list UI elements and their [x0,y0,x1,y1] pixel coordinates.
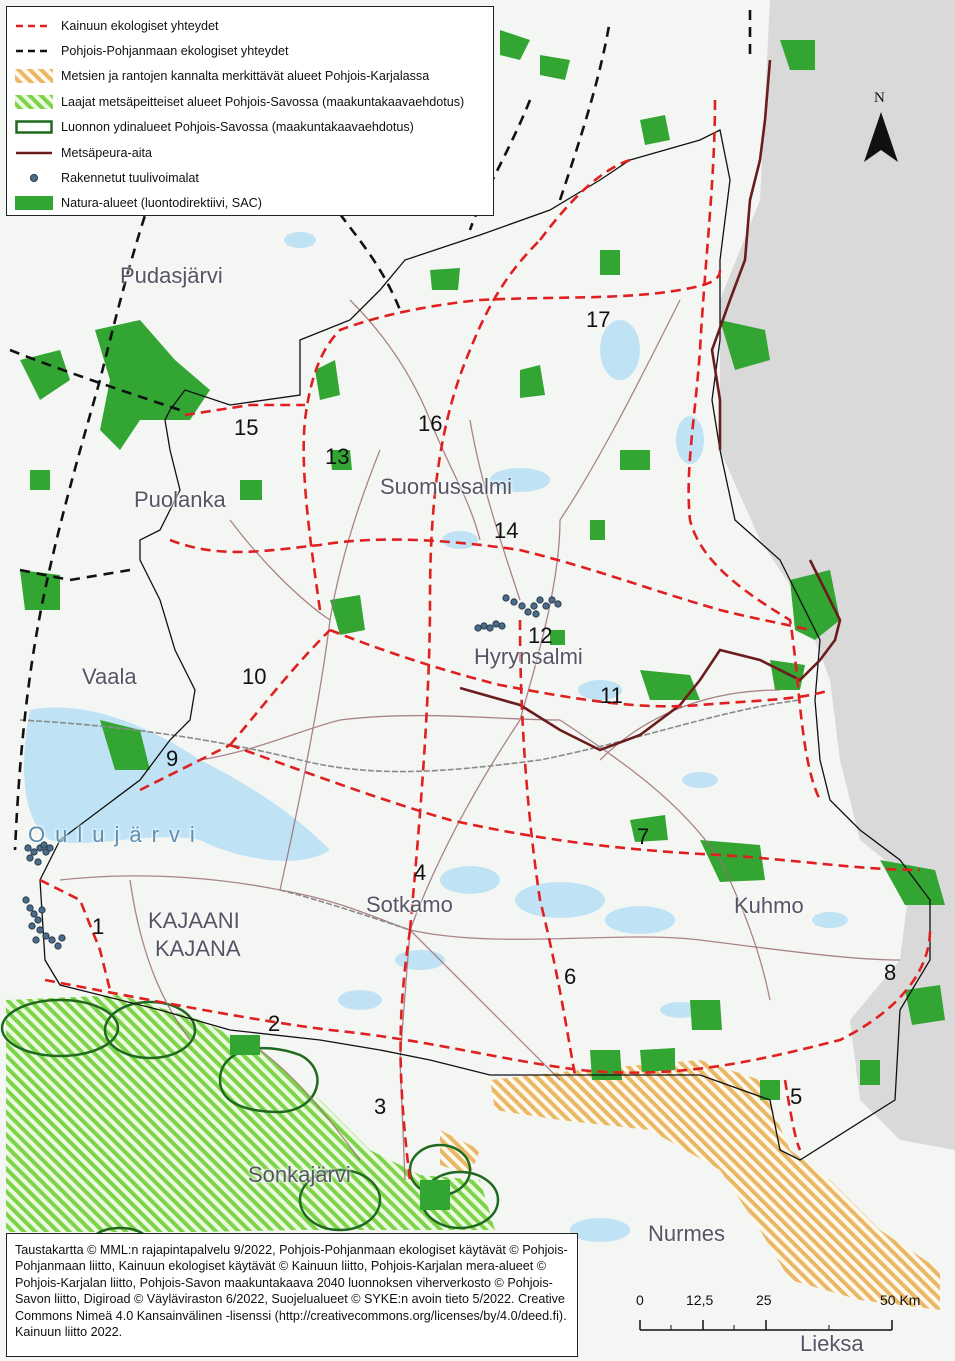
scale-bar-graphic [639,1320,893,1331]
corridor-label: 4 [414,860,427,885]
corridor-label: 10 [242,664,267,689]
kainuu-border [39,129,931,1161]
corridor-label: 7 [637,824,650,849]
place-name: KAJANA [155,936,241,961]
russia-area [720,0,955,1150]
pp-corridors [9,10,752,851]
place-name: Puolanka [134,487,226,512]
corridor-label: 12 [528,623,553,648]
wind-turbines [22,594,562,950]
corridor-label: 13 [325,444,350,469]
corridor-label: 6 [564,964,577,989]
wind-turbine-dot-icon [15,171,53,185]
brown-line-icon [15,146,53,160]
place-name: Sonkajärvi [248,1162,351,1187]
legend-item: Metsien ja rantojen kannalta merkittävät… [15,64,485,89]
legend-label: Natura-alueet (luontodirektiivi, SAC) [61,196,262,211]
legend-label: Laajat metsäpeitteiset alueet Pohjois-Sa… [61,94,465,109]
north-arrow: N [860,90,906,170]
credit-box: Taustakartta © MML:n rajapintapalvelu 9/… [6,1233,578,1357]
scale-bar: 0 12,5 25 50 Km [620,1292,935,1342]
place-name: Oulujärvi [28,822,205,847]
legend-label: Metsien ja rantojen kannalta merkittävät… [61,69,430,84]
red-dashed-line-icon [15,19,53,33]
natura-areas [20,30,945,1210]
legend-label: Pohjois-Pohjanmaan ekologiset yhteydet [61,44,289,59]
legend-item: Rakennetut tuulivoimalat [15,165,485,190]
green-fill-icon [15,196,53,211]
scale-tick-label: 12,5 [686,1292,714,1308]
place-name: KAJAANI [148,908,240,933]
corridor-label: 11 [600,683,623,708]
place-name: Suomussalmi [380,474,513,499]
reindeer-fence [459,59,842,752]
black-dashed-line-icon [15,44,53,58]
pk-forest-areas [490,1060,940,1310]
north-label: N [874,90,885,106]
corridor-label: 9 [166,746,179,771]
green-outline-icon [15,120,53,134]
railways [19,699,801,931]
legend-label: Luonnon ydinalueet Pohjois-Savossa (maak… [61,120,414,135]
legend-item: Metsäpeura-aita [15,140,485,165]
legend: Kainuun ekologiset yhteydet Pohjois-Pohj… [6,6,494,216]
scale-tick-label: 50 Km [880,1292,921,1308]
north-arrow-icon [864,112,898,162]
legend-label: Kainuun ekologiset yhteydet [61,18,219,33]
orange-hatch-icon [15,69,53,84]
legend-item: Luonnon ydinalueet Pohjois-Savossa (maak… [15,115,485,140]
road-network [59,299,901,1181]
green-hatch-icon [15,94,53,109]
kainuu-corridors [39,99,932,1181]
place-name: Hyrynsalmi [474,644,583,669]
place-name: Sotkamo [366,892,453,917]
legend-item: Pohjois-Pohjanmaan ekologiset yhteydet [15,38,485,63]
corridor-label: 8 [884,960,897,985]
place-name: Kuhmo [734,893,804,918]
corridor-label: 16 [418,411,443,436]
legend-label: Metsäpeura-aita [61,145,153,160]
place-name: Nurmes [648,1221,726,1246]
scale-tick-label: 0 [636,1292,644,1308]
legend-item: Kainuun ekologiset yhteydet [15,13,485,38]
corridor-label: 1 [92,914,105,939]
corridor-label: 15 [234,415,259,440]
corridor-label: 3 [374,1094,387,1119]
place-name: Lieksa [800,1331,864,1356]
corridor-label: 5 [790,1084,803,1109]
corridor-label: 2 [268,1011,281,1036]
legend-label: Rakennetut tuulivoimalat [61,171,199,186]
place-name: Vaala [82,664,137,689]
scale-tick-label: 25 [756,1292,772,1308]
legend-item: Laajat metsäpeitteiset alueet Pohjois-Sa… [15,89,485,114]
corridor-label: 17 [586,307,611,332]
place-name: Pudasjärvi [120,263,223,288]
legend-item: Natura-alueet (luontodirektiivi, SAC) [15,191,485,216]
corridor-label: 14 [494,518,519,543]
